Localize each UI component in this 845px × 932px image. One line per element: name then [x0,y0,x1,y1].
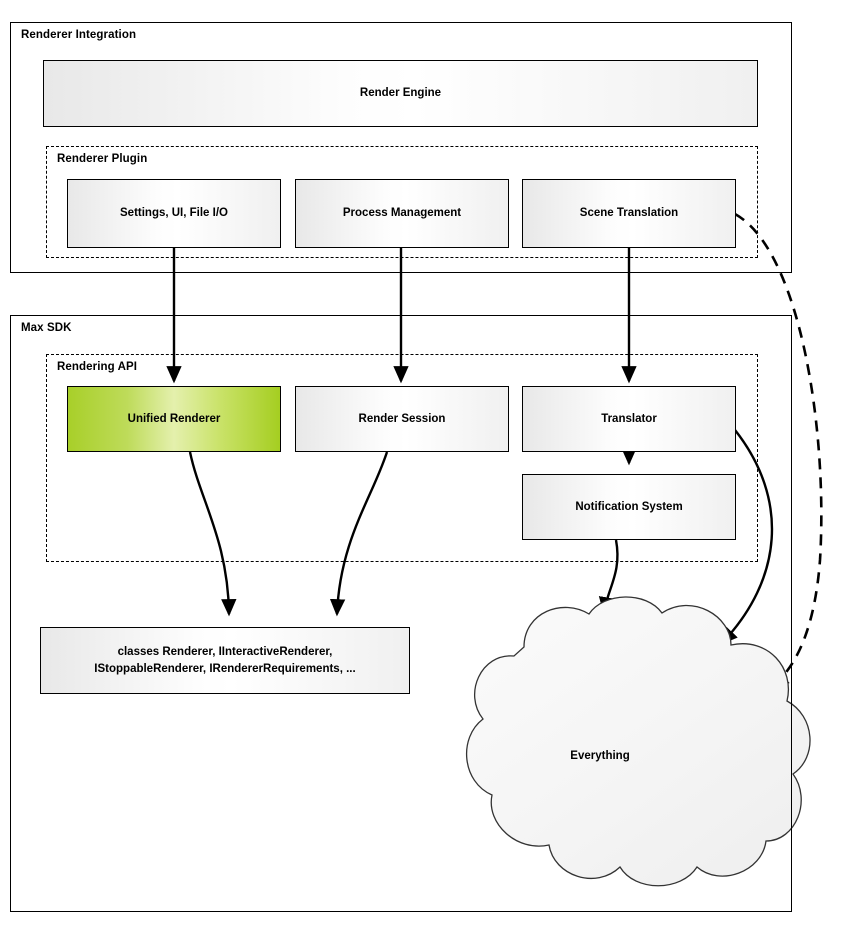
node-everything-cloud-label: Everything [570,750,630,762]
container-rendering-api: Rendering API [46,354,758,562]
container-renderer-integration-label: Renderer Integration [21,29,137,41]
node-process-management[interactable]: Process Management [295,179,509,248]
node-translator-label: Translator [601,412,657,425]
node-classes-box-label-line-2: IStoppableRenderer, IRendererRequirement… [94,662,356,675]
node-notification-system[interactable]: Notification System [522,474,736,540]
node-scene-translation-label: Scene Translation [579,207,679,220]
node-notification-system-label: Notification System [575,500,683,513]
node-scene-translation[interactable]: Scene Translation [522,179,736,248]
node-process-management-label: Process Management [342,207,462,220]
node-classes-box-label-line-1: classes Renderer, IInteractiveRenderer, [117,645,333,658]
node-settings-ui-file-io-label: Settings, UI, File I/O [120,207,228,220]
container-renderer-plugin-label: Renderer Plugin [57,153,148,165]
node-render-session-label: Render Session [358,412,446,425]
node-settings-ui-file-io[interactable]: Settings, UI, File I/O [67,179,281,248]
container-max-sdk-label: Max SDK [21,322,72,334]
container-rendering-api-label: Rendering API [57,361,138,373]
node-render-engine-label: Render Engine [359,87,442,100]
node-render-engine[interactable]: Render Engine [43,60,758,127]
node-classes-box[interactable]: classes Renderer, IInteractiveRenderer, … [40,627,410,694]
node-render-session[interactable]: Render Session [295,386,509,452]
node-unified-renderer[interactable]: Unified Renderer [67,386,281,452]
container-max-sdk: Max SDK [10,315,792,912]
node-unified-renderer-label: Unified Renderer [127,412,221,425]
container-renderer-integration: Renderer Integration [10,22,792,273]
container-renderer-plugin: Renderer Plugin [46,146,758,258]
node-translator[interactable]: Translator [522,386,736,452]
